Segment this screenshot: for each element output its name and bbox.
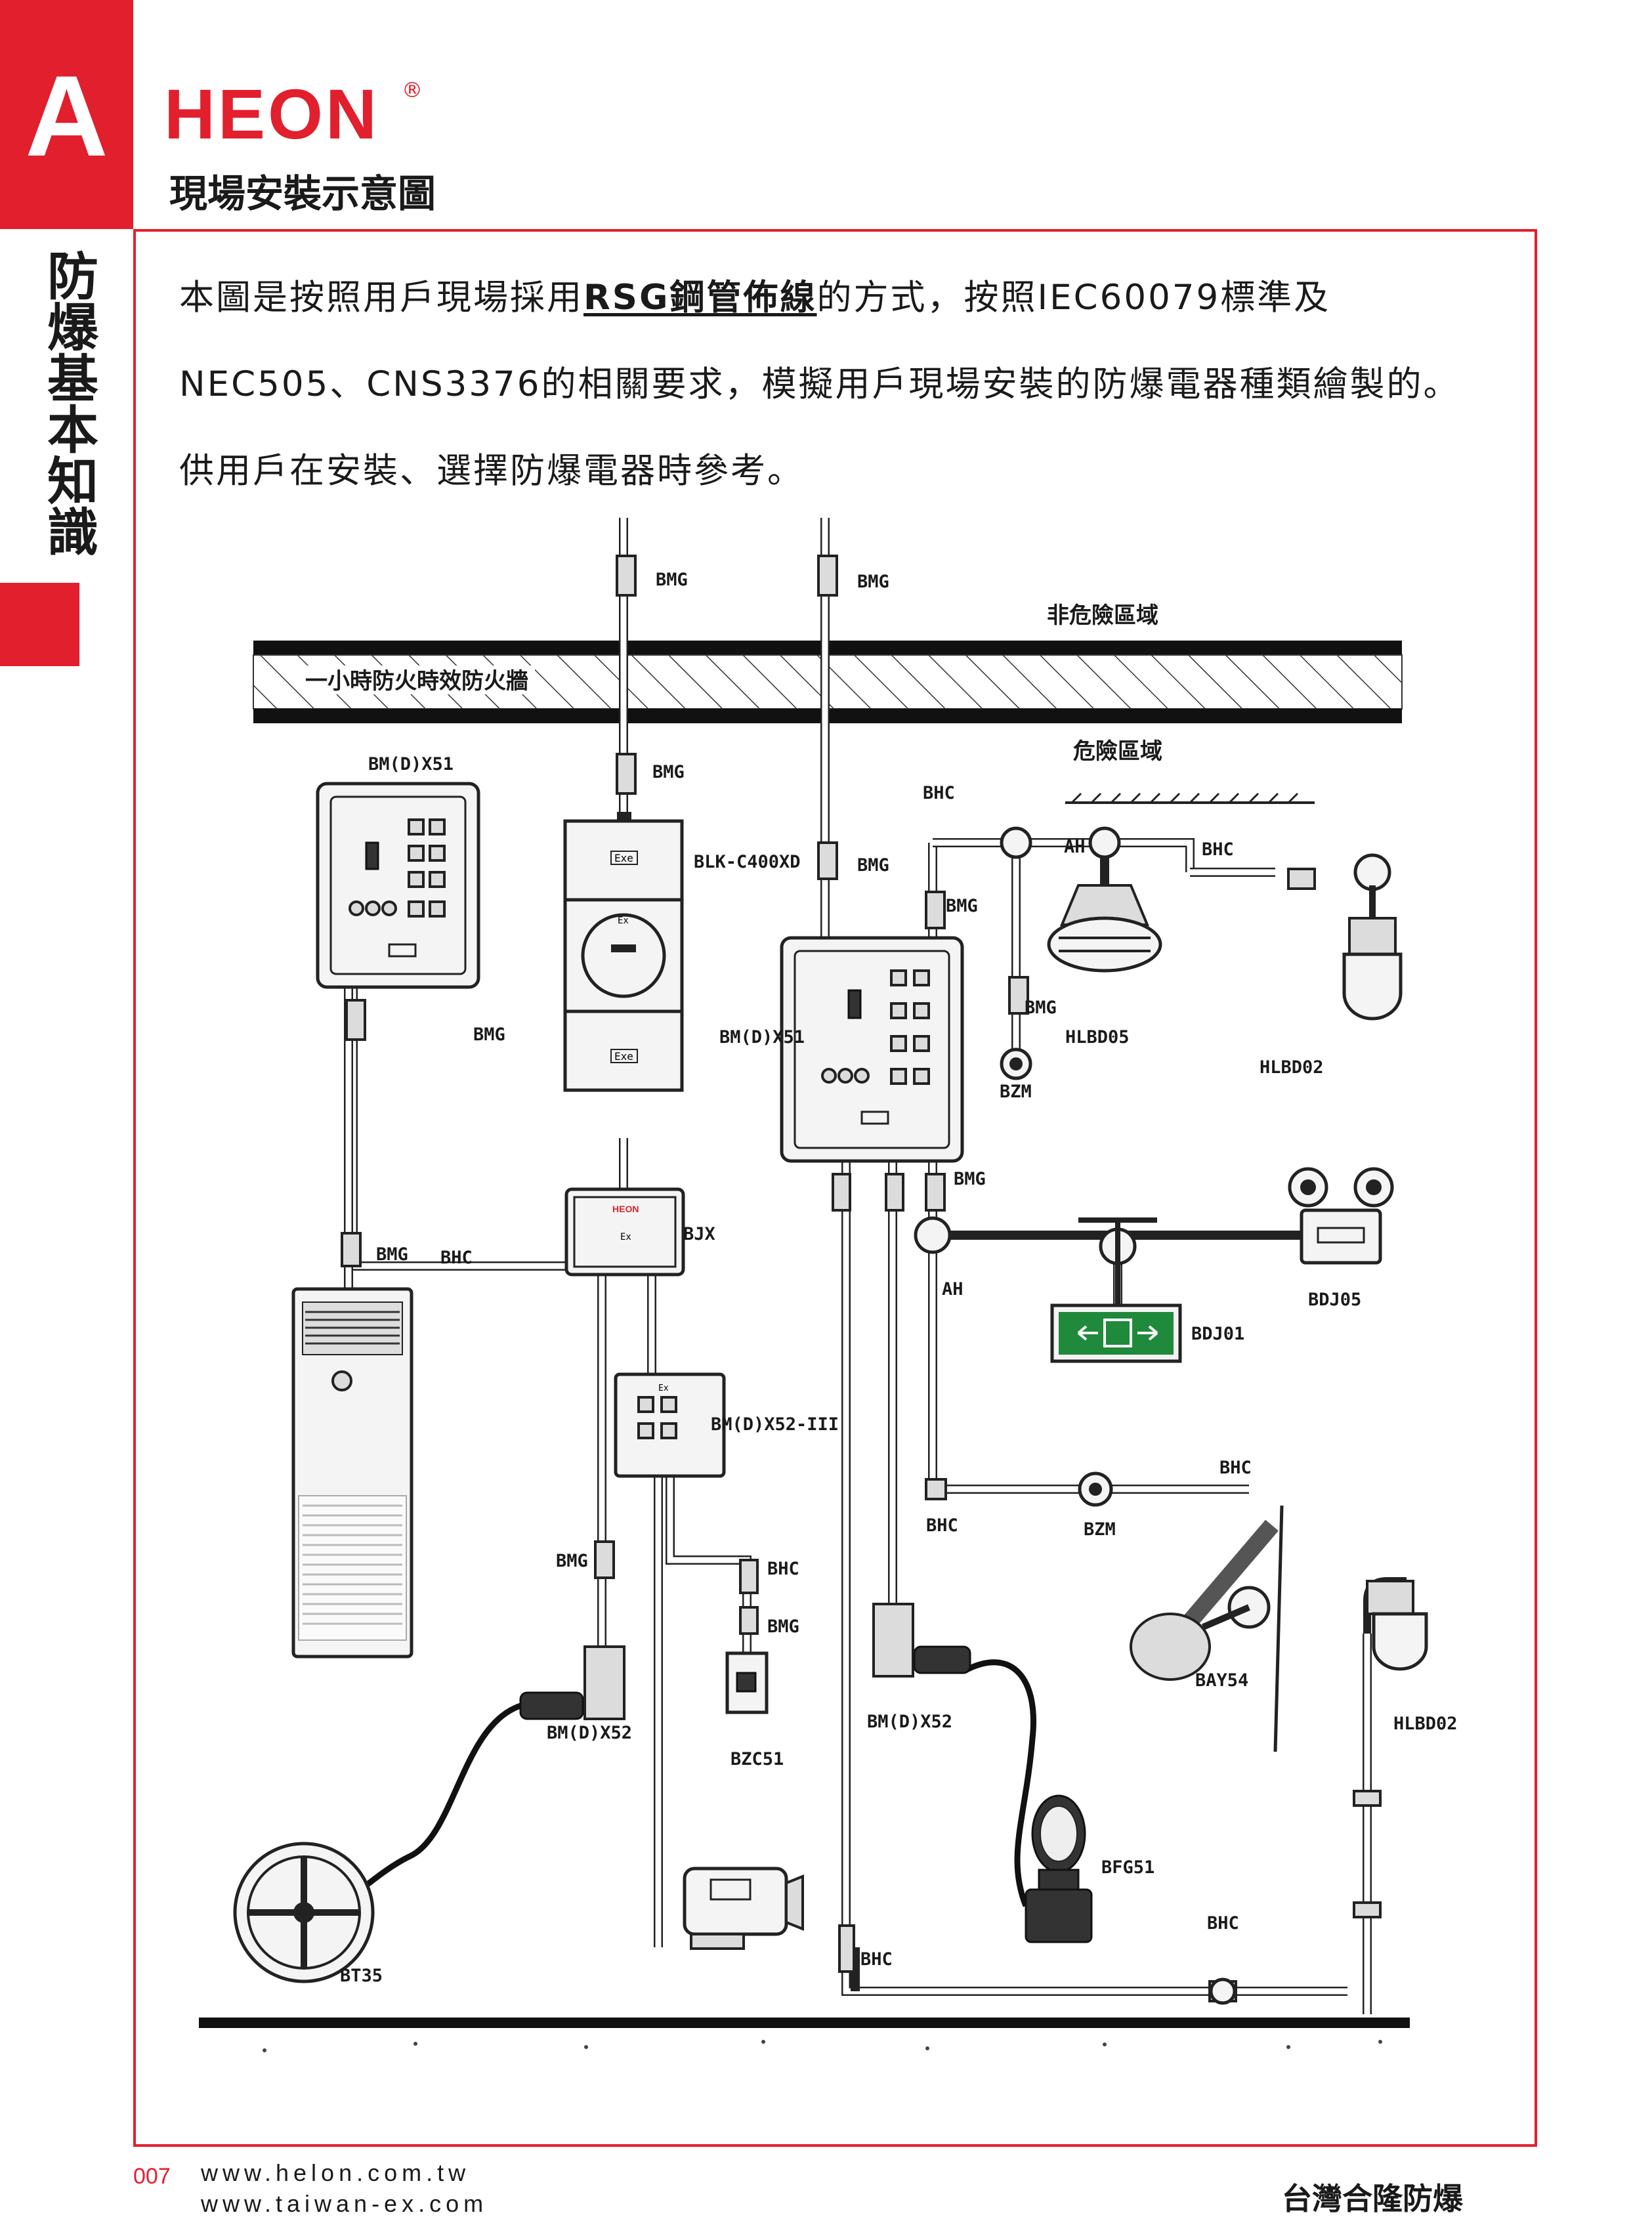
exit-sign-bdj01	[1050, 1217, 1182, 1363]
label-bdj05: BDJ05	[1308, 1290, 1361, 1310]
label-bzm-low: BZM	[1084, 1519, 1116, 1540]
intro-text-after: 的方式，按照IEC60079標準及NEC505、CNS3376的相關要求，模擬用…	[179, 278, 1460, 491]
label-bt35: BT35	[340, 1966, 383, 1986]
label-bm-x52-iii: BM(D)X52-III	[711, 1414, 839, 1435]
page-subtitle: 現場安裝示意圖	[169, 171, 436, 216]
control-box-x51-center	[780, 936, 964, 1163]
blk-exe-top: Exe	[614, 852, 633, 864]
label-bmg-bzm: BMG	[1025, 998, 1057, 1018]
intro-text-before: 本圖是按照用戶現場採用	[179, 278, 583, 318]
label-bhc-top: BHC	[923, 783, 955, 803]
intro-highlight: RSG鋼管佈線	[583, 278, 817, 318]
installation-diagram: 非危險區域 一小時防火時效防火牆 危險區域	[199, 518, 1458, 2052]
switch-blk-c400xd	[563, 812, 684, 1092]
label-bjx: BJX	[683, 1224, 715, 1244]
conduit-fittings	[341, 555, 1391, 2005]
label-bzm-top: BZM	[1000, 1082, 1032, 1102]
plug-box-x52-left	[519, 1645, 625, 1720]
label-bzc51: BZC51	[731, 1749, 784, 1769]
label-bmg-fan: BMG	[556, 1551, 588, 1571]
floor-line	[199, 2018, 1410, 2028]
label-hlbd02-low: HLBD02	[1393, 1714, 1458, 1734]
label-bmg-mid: BMG	[946, 896, 978, 916]
label-bmg-center-low: BMG	[954, 1169, 986, 1189]
control-box-x52-iii	[614, 1372, 726, 1478]
floodlight-bay54	[1130, 1505, 1284, 1752]
ceiling-mount	[1065, 792, 1315, 804]
motor	[683, 1867, 804, 1950]
hazardous-zone-label: 危險區域	[1073, 738, 1162, 765]
label-ah-top: AH	[1064, 837, 1086, 857]
light-hlbd05	[1047, 856, 1162, 973]
light-hlbd02-top	[1342, 885, 1403, 1021]
label-bmg-bzc: BMG	[767, 1617, 799, 1637]
label-bm-x51-left: BM(D)X51	[368, 754, 454, 774]
footer-url-taiwan-ex[interactable]: www.taiwan-ex.com	[201, 2190, 488, 2217]
label-bmg-top-2: BMG	[857, 572, 889, 592]
label-blk: BLK-C400XD	[694, 852, 801, 872]
label-bay54: BAY54	[1195, 1670, 1248, 1691]
label-bmg-right-wall: BMG	[857, 855, 889, 876]
control-box-x51-left	[316, 782, 480, 989]
control-station-bzm-low	[1078, 1471, 1113, 1507]
section-letter: A	[25, 53, 108, 180]
label-bmg-wall: BMG	[652, 762, 685, 782]
firewall-label: 一小時防火時效防火牆	[305, 668, 528, 694]
label-hlbd02-top: HLBD02	[1260, 1057, 1324, 1078]
control-station-bzm-top	[1000, 1047, 1032, 1080]
footer-url-helon[interactable]: www.helon.com.tw	[201, 2159, 471, 2186]
label-bmg-left-box: BMG	[473, 1025, 505, 1045]
label-bdj01: BDJ01	[1191, 1324, 1244, 1344]
bjx-logo: HEON	[612, 1204, 639, 1214]
registered-mark: ®	[402, 77, 423, 102]
junction-box-bjx	[564, 1187, 685, 1277]
emergency-light-bdj05	[1288, 1167, 1394, 1265]
label-bm-x52-left: BM(D)X52	[547, 1723, 632, 1743]
label-bm-x51-center: BM(D)X51	[719, 1027, 805, 1047]
conduit-pipes	[344, 518, 1372, 2014]
plug-box-x52-right	[872, 1603, 971, 1678]
air-conditioner	[291, 1287, 413, 1659]
brand-logo: HEON	[164, 74, 380, 154]
sidebar-accent-bar	[0, 583, 79, 666]
label-ah-mid: AH	[942, 1279, 964, 1300]
label-bm-x52-right: BM(D)X52	[867, 1712, 952, 1732]
floor-gravel	[263, 2040, 1382, 2052]
portable-light-bfg51	[1025, 1794, 1093, 1943]
section-tab	[0, 0, 133, 229]
blk-ex: Ex	[618, 916, 629, 926]
light-hlbd02-low	[1353, 1577, 1428, 1918]
page-number: 007	[133, 2164, 171, 2189]
label-bhc-low: BHC	[926, 1515, 958, 1536]
content-frame	[133, 229, 1537, 2147]
intro-paragraph: 本圖是按照用戶現場採用RSG鋼管佈線的方式，按照IEC60079標準及NEC50…	[179, 255, 1479, 515]
label-hlbd05: HLBD05	[1065, 1027, 1130, 1047]
label-bhc-right: BHC	[1202, 839, 1234, 860]
flexible-cables	[345, 1659, 1036, 1907]
firewall-label-bg	[302, 666, 535, 694]
footer-company-name: 台灣合隆防爆	[1282, 2181, 1463, 2216]
fan-bt35	[233, 1842, 375, 1983]
label-bhc-floor: BHC	[860, 1949, 893, 1970]
label-bfg51: BFG51	[1101, 1857, 1154, 1878]
label-bmg-ac: BMG	[376, 1244, 408, 1265]
control-station-bzc51	[725, 1651, 769, 1714]
x52iii-ex: Ex	[658, 1384, 669, 1393]
sidebar-vertical-title: 防爆基本知識	[39, 249, 98, 557]
label-bhc-mid-right: BHC	[1219, 1458, 1252, 1478]
blk-exe-bottom: Exe	[614, 1050, 633, 1063]
label-bhc-bzc: BHC	[767, 1559, 799, 1579]
label-bhc-floor-right: BHC	[1207, 1913, 1239, 1934]
label-bhc-ac: BHC	[440, 1248, 473, 1268]
bjx-ex: Ex	[620, 1232, 631, 1242]
label-bmg-top-1: BMG	[656, 570, 688, 590]
non-hazardous-zone-label: 非危險區域	[1047, 602, 1158, 629]
